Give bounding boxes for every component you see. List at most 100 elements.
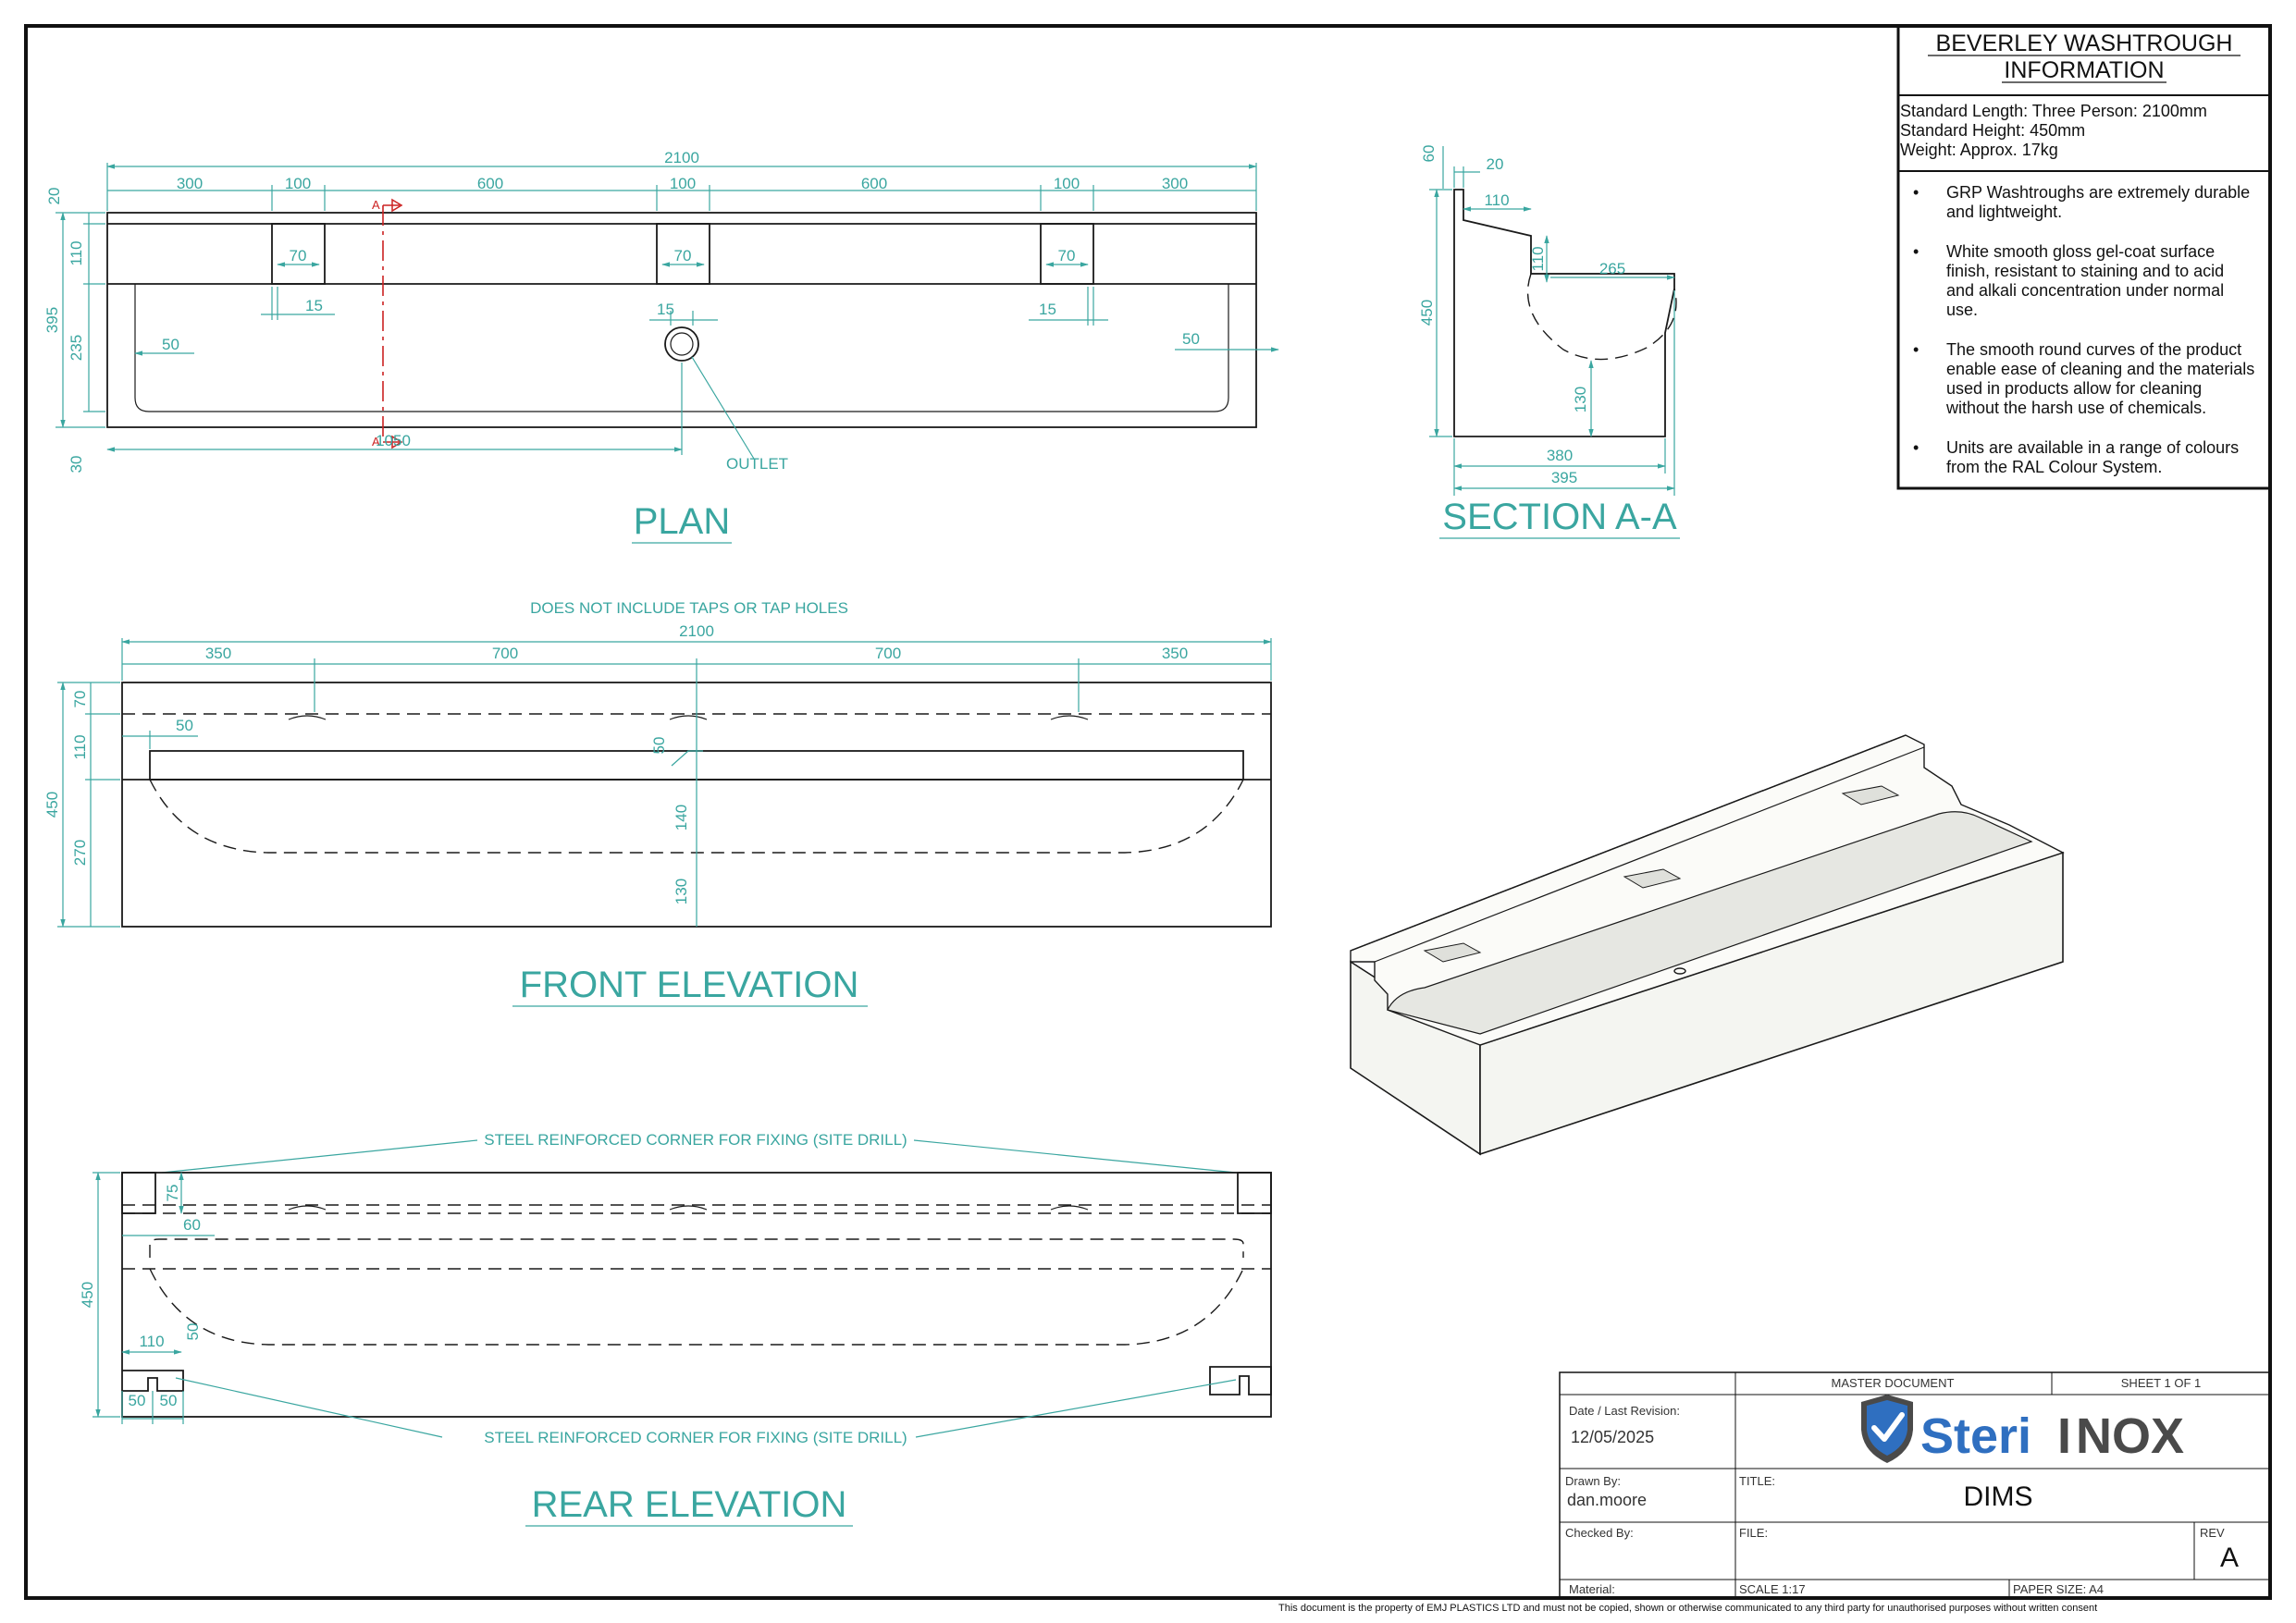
outlet-label: OUTLET [726, 455, 788, 473]
info-b2-l3: and alkali concentration under normal [1946, 281, 2224, 300]
section-view: 450 60 20 110 110 265 130 380 395 SECTIO… [1418, 145, 1680, 539]
plan-dim-seg2: 100 [285, 175, 311, 192]
info-b4-l1: Units are available in a range of colour… [1946, 438, 2239, 457]
plan-dim-50-right: 50 [1182, 330, 1200, 348]
plan-dim-50-left: 50 [162, 336, 179, 353]
plan-dim-20: 20 [45, 188, 63, 205]
plan-dim-seg1: 300 [177, 175, 203, 192]
info-title-line1: BEVERLEY WASHTROUGH [1936, 31, 2233, 56]
info-spec-weight: Weight: Approx. 17kg [1900, 141, 2058, 159]
plan-dim-30: 30 [68, 456, 85, 473]
section-marker-top: A [372, 198, 380, 212]
plan-dim-seg6: 100 [1054, 175, 1080, 192]
tb-scale: SCALE 1:17 [1739, 1582, 1806, 1596]
tb-rev-value: A [2220, 1543, 2239, 1573]
plan-dim-seg3: 600 [477, 175, 503, 192]
info-bullet-4: • [1913, 438, 1919, 457]
info-b3-l4: without the harsh use of chemicals. [1945, 399, 2206, 417]
rear-dim-60: 60 [183, 1216, 201, 1234]
front-dim-110: 110 [71, 734, 89, 759]
steel-corner-note-bottom: STEEL REINFORCED CORNER FOR FIXING (SITE… [484, 1429, 907, 1446]
check-icon [1871, 1412, 1905, 1442]
rear-dim-75: 75 [164, 1185, 181, 1202]
section-dim-265: 265 [1599, 260, 1625, 277]
front-dim-270: 270 [71, 840, 89, 866]
title-block: MASTER DOCUMENT SHEET 1 OF 1 Date / Last… [1278, 1371, 2271, 1614]
front-dim-70: 70 [71, 691, 89, 708]
section-marker-bottom: A [372, 435, 380, 449]
front-dim-450: 450 [43, 792, 61, 818]
plan-dim-15-c: 15 [1039, 301, 1056, 318]
rear-dim-50v: 50 [184, 1323, 202, 1341]
info-bullet-3: • [1913, 340, 1919, 359]
front-dim-140: 140 [673, 805, 690, 830]
tb-title-value: DIMS [1964, 1482, 2033, 1512]
info-b3-l3: used in products allow for cleaning [1946, 379, 2202, 398]
tb-drawn-value: dan.moore [1567, 1491, 1647, 1509]
plan-dim-395: 395 [43, 307, 61, 333]
plan-dim-70-b: 70 [674, 247, 692, 264]
plan-title: PLAN [634, 501, 731, 542]
info-spec-length: Standard Length: Three Person: 2100mm [1900, 102, 2207, 120]
plan-dim-235: 235 [68, 335, 85, 361]
info-b2-l1: White smooth gloss gel-coat surface [1946, 242, 2215, 261]
plan-dim-seg5: 600 [861, 175, 887, 192]
tb-material-label: Material: [1569, 1582, 1615, 1596]
plan-dim-seg4: 100 [670, 175, 696, 192]
tb-file-label: FILE: [1739, 1526, 1768, 1540]
tb-paper: PAPER SIZE: A4 [2013, 1582, 2104, 1596]
section-dim-450: 450 [1418, 300, 1436, 326]
tb-rev-label: REV [2200, 1526, 2225, 1540]
tb-date-label: Date / Last Revision: [1569, 1404, 1680, 1418]
section-dim-110v: 110 [1529, 246, 1547, 271]
info-b2-l4: use. [1946, 301, 1978, 319]
plan-dim-overall: 2100 [664, 149, 699, 166]
section-dim-380: 380 [1547, 447, 1573, 464]
rear-elevation-title: REAR ELEVATION [532, 1484, 847, 1525]
logo-text-nox: NOX [2076, 1408, 2184, 1464]
front-dim-50: 50 [176, 717, 193, 734]
plan-view: A A 2100 300 100 600 100 600 100 300 395… [43, 149, 1279, 544]
steel-corner-note-top: STEEL REINFORCED CORNER FOR FIXING (SITE… [484, 1131, 907, 1149]
section-title: SECTION A-A [1442, 497, 1677, 537]
logo-text-steri: Steri [1920, 1408, 2031, 1464]
sheet-border [24, 24, 2272, 1600]
rear-dim-50-b: 50 [160, 1392, 178, 1409]
isometric-view [1350, 734, 2065, 1156]
section-dim-60: 60 [1420, 145, 1438, 163]
rear-elevation: STEEL REINFORCED CORNER FOR FIXING (SITE… [79, 1131, 1272, 1527]
tb-drawn-label: Drawn By: [1565, 1474, 1621, 1488]
info-b4-l2: from the RAL Colour System. [1946, 458, 2162, 476]
front-dim-seg3: 700 [875, 645, 901, 662]
section-dim-395: 395 [1551, 469, 1577, 486]
info-bullet-1: • [1913, 183, 1919, 202]
plan-dim-70-c: 70 [1058, 247, 1076, 264]
info-bullet-2: • [1913, 242, 1919, 261]
tb-date-value: 12/05/2025 [1571, 1428, 1654, 1446]
info-b2-l2: finish, resistant to staining and to aci… [1946, 262, 2224, 280]
front-elevation: DOES NOT INCLUDE TAPS OR TAP HOLES 2100 … [43, 599, 1272, 1007]
front-dim-50v: 50 [650, 737, 668, 755]
rear-dim-450: 450 [79, 1282, 96, 1308]
tb-sheet: SHEET 1 OF 1 [2121, 1376, 2201, 1390]
tb-title-label: TITLE: [1739, 1474, 1775, 1488]
plan-dim-15-b: 15 [657, 301, 674, 318]
tb-master: MASTER DOCUMENT [1832, 1376, 1955, 1390]
info-b1-l1: GRP Washtroughs are extremely durable [1946, 183, 2250, 202]
plan-dim-seg7: 300 [1162, 175, 1188, 192]
plan-dim-1050: 1050 [376, 432, 411, 449]
front-dim-130: 130 [673, 879, 690, 904]
front-dim-seg4: 350 [1162, 645, 1188, 662]
front-dim-seg1: 350 [205, 645, 231, 662]
info-spec-height: Standard Height: 450mm [1900, 121, 2085, 140]
info-title-line2: INFORMATION [2004, 57, 2164, 83]
tb-checked-label: Checked By: [1565, 1526, 1634, 1540]
section-dim-110: 110 [1484, 191, 1509, 209]
no-taps-note: DOES NOT INCLUDE TAPS OR TAP HOLES [530, 599, 848, 617]
section-dim-20: 20 [1487, 155, 1504, 173]
front-dim-overall: 2100 [679, 622, 714, 640]
info-box: BEVERLEY WASHTROUGH INFORMATION Standard… [1896, 24, 2272, 490]
front-dim-seg2: 700 [492, 645, 518, 662]
plan-dim-110: 110 [68, 240, 85, 265]
